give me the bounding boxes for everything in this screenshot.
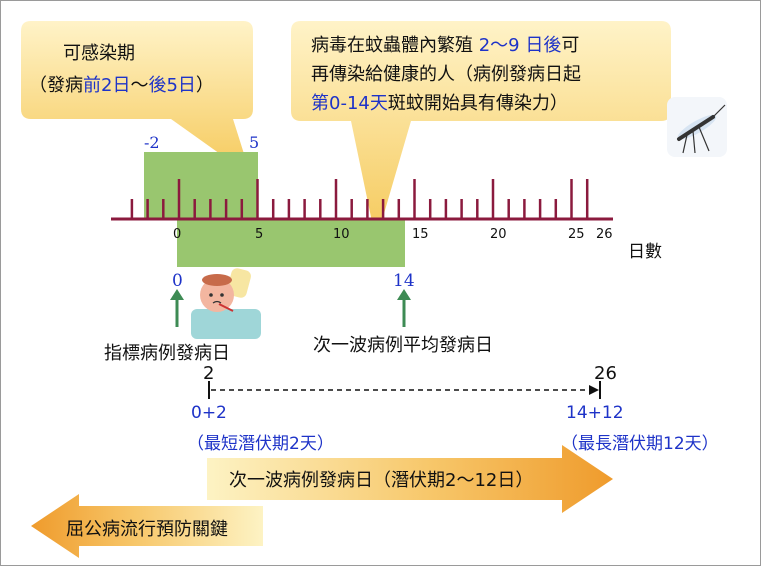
callout-left-tilde: ～ [130, 75, 149, 96]
index-case-day-label: 0 [172, 271, 183, 291]
callout-right-line2: 再傳染給健康的人（病例發病日起 [311, 64, 581, 85]
index-case-caption: 指標病例發病日 [104, 343, 230, 364]
callout-right-line1-days: 2～9 日後 [478, 35, 562, 56]
incubation-start-label: 2 [203, 363, 215, 384]
ruler-unit-label: 日數 [628, 242, 662, 262]
callout-left-title: 可感染期 [63, 43, 135, 64]
callout-right-line1-suffix: 可 [561, 35, 580, 56]
tick-label-15: 15 [412, 227, 429, 242]
infective-start-label: -2 [144, 133, 160, 152]
ruler-ticks [130, 179, 589, 219]
shortest-incubation-label: （最短潛伏期2天） [187, 434, 334, 454]
next-wave-up-arrow-icon [397, 289, 411, 327]
callout-right-line3-days: 第0-14天 [311, 93, 388, 114]
incubation-range-line [208, 381, 601, 399]
callout-left-prefix: （發病 [29, 75, 83, 96]
callout-left-before: 前2日 [83, 75, 131, 96]
mosquito-icon [667, 97, 727, 157]
tick-label-10: 10 [333, 227, 350, 242]
prevention-key-arrow [31, 494, 263, 558]
prevention-key-label: 屈公病流行預防關鍵 [66, 519, 228, 540]
tick-label-20: 20 [490, 227, 507, 242]
callout-right-line1-prefix: 病毒在蚊蟲體內繁殖 [311, 35, 479, 56]
incubation-end-calc: 14+12 [566, 403, 624, 423]
callout-left-after: 後5日 [148, 75, 196, 96]
infective-end-label: 5 [249, 133, 260, 152]
sick-patient-icon [191, 268, 261, 339]
next-wave-arrow [207, 445, 613, 513]
callout-right-line3-suffix: 斑蚊開始具有傳染力） [387, 93, 568, 114]
callout-left-bubble [21, 21, 253, 176]
longest-incubation-label: （最長潛伏期12天） [561, 434, 719, 454]
callout-right-bubble [291, 21, 671, 241]
tick-label-0: 0 [173, 227, 182, 242]
mosquito-infective-box [177, 219, 405, 267]
incubation-end-label: 26 [594, 363, 617, 384]
callout-right-line1: 病毒在蚊蟲體內繁殖 2～9 日後可 [311, 31, 579, 57]
callout-left-range: （發病前2日～後5日） [29, 71, 214, 97]
next-wave-arrow-label: 次一波病例發病日（潛伏期2～12日） [229, 470, 534, 491]
next-wave-day-label: 14 [393, 271, 415, 291]
tick-label-25: 25 [568, 227, 585, 242]
next-wave-caption: 次一波病例平均發病日 [313, 335, 493, 356]
incubation-start-calc: 0+2 [191, 403, 227, 423]
index-case-up-arrow-icon [170, 289, 184, 327]
callout-right-line3: 第0-14天斑蚊開始具有傳染力） [311, 89, 568, 115]
tick-label-26: 26 [596, 227, 613, 242]
callout-left-suffix: ） [195, 75, 214, 96]
tick-label-5: 5 [255, 227, 264, 242]
